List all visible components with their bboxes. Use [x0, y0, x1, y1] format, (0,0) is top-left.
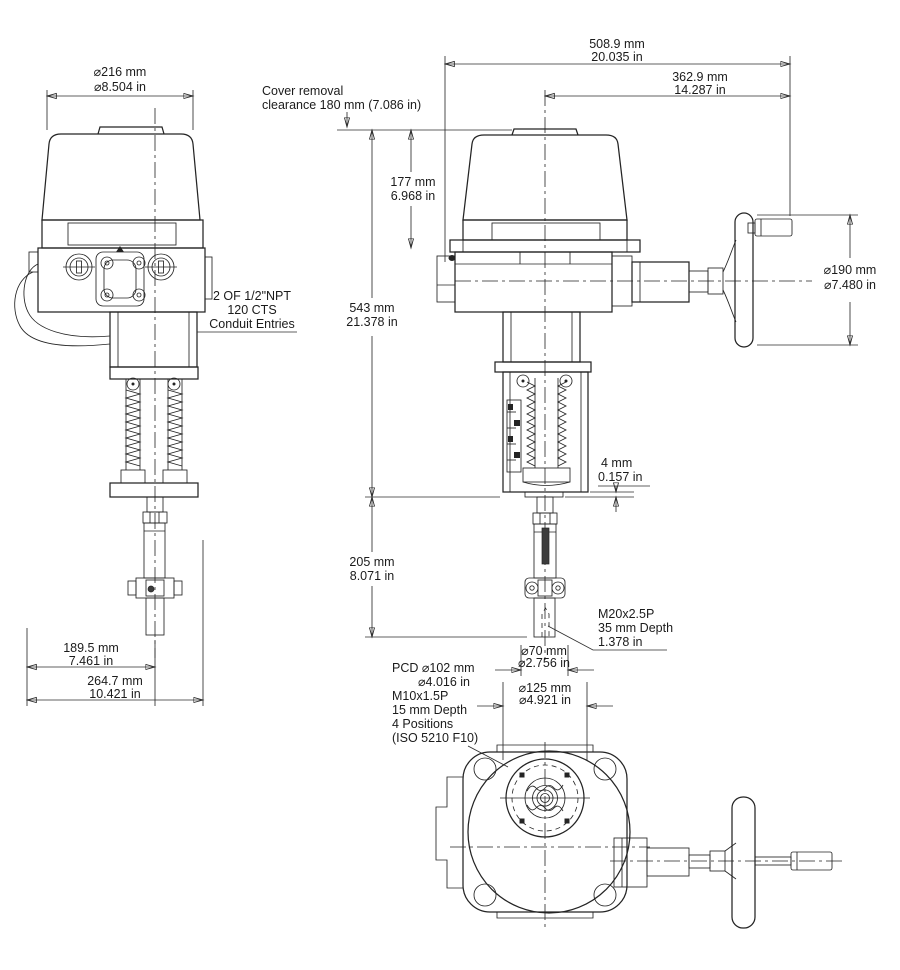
- dim-cover-height: 177 mm 6.968 in: [390, 130, 436, 248]
- side-yoke-top-flange: [109, 366, 199, 380]
- dim-handwheel-reach-in: 14.287 in: [674, 83, 725, 97]
- dim-stroke-in: 8.071 in: [350, 569, 395, 583]
- front-left-bracket: [436, 255, 456, 303]
- side-cover: [41, 133, 201, 221]
- dim-stem-dia-mm: ⌀70 mm: [521, 644, 567, 658]
- front-cover-cap: [511, 128, 579, 136]
- note-mounting: PCD ⌀102 mm ⌀4.016 in M10x1.5P 15 mm Dep…: [392, 661, 509, 768]
- terminal-plate: [95, 246, 146, 307]
- dim-handwheel-reach-mm: 362.9 mm: [672, 70, 728, 84]
- dim-base-width: 189.5 mm 7.461 in: [27, 628, 155, 706]
- note-stem-thread: M20x2.5P 35 mm Depth 1.378 in: [547, 607, 673, 651]
- dim-coupling-dia-mm: ⌀125 mm: [519, 681, 572, 695]
- conduit-entries: [63, 253, 177, 281]
- mounting-note-line6: (ISO 5210 F10): [392, 731, 478, 745]
- side-cover-cap: [97, 126, 165, 135]
- conduit-note-line3: Conduit Entries: [209, 317, 294, 331]
- side-view: [14, 108, 213, 658]
- dim-stem-dia: ⌀70 mm ⌀2.756 in: [495, 644, 594, 676]
- dim-gap-in: 0.157 in: [598, 470, 643, 484]
- conduit-note-line2: 120 CTS: [227, 303, 276, 317]
- mounting-note-line4: 15 mm Depth: [392, 703, 467, 717]
- mounting-note-line2: ⌀4.016 in: [418, 675, 470, 689]
- dim-cover-height-mm: 177 mm: [390, 175, 435, 189]
- dim-gap: 4 mm 0.157 in: [565, 456, 650, 512]
- dim-stroke-mm: 205 mm: [349, 555, 394, 569]
- plan-view: [435, 742, 845, 930]
- dim-cover-dia: ⌀216 mm ⌀8.504 in: [47, 65, 193, 130]
- plan-handwheel: [613, 796, 833, 929]
- side-yoke-base: [109, 482, 199, 498]
- spline-bottom: [526, 804, 564, 812]
- side-yoke-columns: [120, 377, 188, 484]
- dim-stroke: 205 mm 8.071 in: [349, 497, 395, 637]
- dim-overall-width-mm: 508.9 mm: [589, 37, 645, 51]
- spline-top: [526, 784, 564, 792]
- dim-overall-height-mm: 543 mm: [349, 301, 394, 315]
- cover-removal-line2: clearance 180 mm (7.086 in): [262, 98, 421, 112]
- dim-overall-height: 543 mm 21.378 in: [346, 130, 398, 497]
- mounting-note-line5: 4 Positions: [392, 717, 453, 731]
- crank-handle: [754, 218, 793, 237]
- front-housing: [454, 251, 613, 313]
- dimensions: ⌀216 mm ⌀8.504 in 2 OF 1/2"NPT 120 CTS C…: [27, 37, 876, 768]
- dim-cover-height-in: 6.968 in: [391, 189, 436, 203]
- output-stem: [524, 496, 566, 638]
- mounting-note-line1: PCD ⌀102 mm: [392, 661, 475, 675]
- dim-gap-mm: 4 mm: [601, 456, 632, 470]
- note-conduit: 2 OF 1/2"NPT 120 CTS Conduit Entries: [197, 289, 297, 333]
- note-cover-removal: Cover removal clearance 180 mm (7.086 in…: [262, 84, 421, 127]
- plan-left-profile: [435, 776, 463, 889]
- front-cover: [462, 134, 628, 221]
- handwheel-assembly: [611, 212, 793, 348]
- dim-handwheel-dia-in: ⌀7.480 in: [824, 278, 876, 292]
- threaded-stem: [522, 378, 571, 486]
- position-indicator-scale: [506, 399, 522, 473]
- front-view: [337, 90, 812, 660]
- front-yoke-frame: [502, 371, 589, 493]
- side-column: [109, 311, 198, 368]
- m20-tapped-hole: [541, 607, 550, 637]
- dim-overall-depth-mm: 264.7 mm: [87, 674, 143, 688]
- dim-overall-depth-in: 10.421 in: [89, 687, 140, 701]
- dim-overall-depth: 264.7 mm 10.421 in: [27, 540, 203, 706]
- mounting-flange: [500, 758, 590, 838]
- stem-thread-line1: M20x2.5P: [598, 607, 654, 621]
- plan-body: [462, 751, 628, 913]
- mounting-note-line3: M10x1.5P: [392, 689, 448, 703]
- dim-overall-width-in: 20.035 in: [591, 50, 642, 64]
- dim-base-width-in: 7.461 in: [69, 654, 114, 668]
- stem-thread-line3: 1.378 in: [598, 635, 643, 649]
- dim-base-width-mm: 189.5 mm: [63, 641, 119, 655]
- front-yoke-flange: [494, 361, 592, 373]
- side-stem: [127, 496, 183, 636]
- dim-cover-dia-in: ⌀8.504 in: [94, 80, 146, 94]
- dim-overall-width: 508.9 mm 20.035 in: [445, 37, 790, 262]
- cover-removal-line1: Cover removal: [262, 84, 343, 98]
- side-housing: [37, 247, 206, 313]
- dim-coupling-dia-in: ⌀4.921 in: [519, 693, 571, 707]
- dim-cover-dia-mm: ⌀216 mm: [94, 65, 147, 79]
- dim-handwheel-dia-mm: ⌀190 mm: [824, 263, 877, 277]
- dim-handwheel-reach: 362.9 mm 14.287 in: [545, 70, 790, 97]
- side-cable: [14, 271, 111, 347]
- stem-thread-line2: 35 mm Depth: [598, 621, 673, 635]
- handwheel-rim: [734, 212, 754, 348]
- plan-main-circle: [467, 750, 631, 914]
- dim-handwheel-dia: ⌀190 mm ⌀7.480 in: [757, 215, 876, 345]
- side-band: [41, 219, 204, 249]
- conduit-note-line1: 2 OF 1/2"NPT: [213, 289, 291, 303]
- front-column: [502, 311, 581, 363]
- dim-coupling-dia: ⌀125 mm ⌀4.921 in: [477, 681, 613, 760]
- dim-overall-height-in: 21.378 in: [346, 315, 397, 329]
- dim-stem-dia-in: ⌀2.756 in: [518, 656, 570, 670]
